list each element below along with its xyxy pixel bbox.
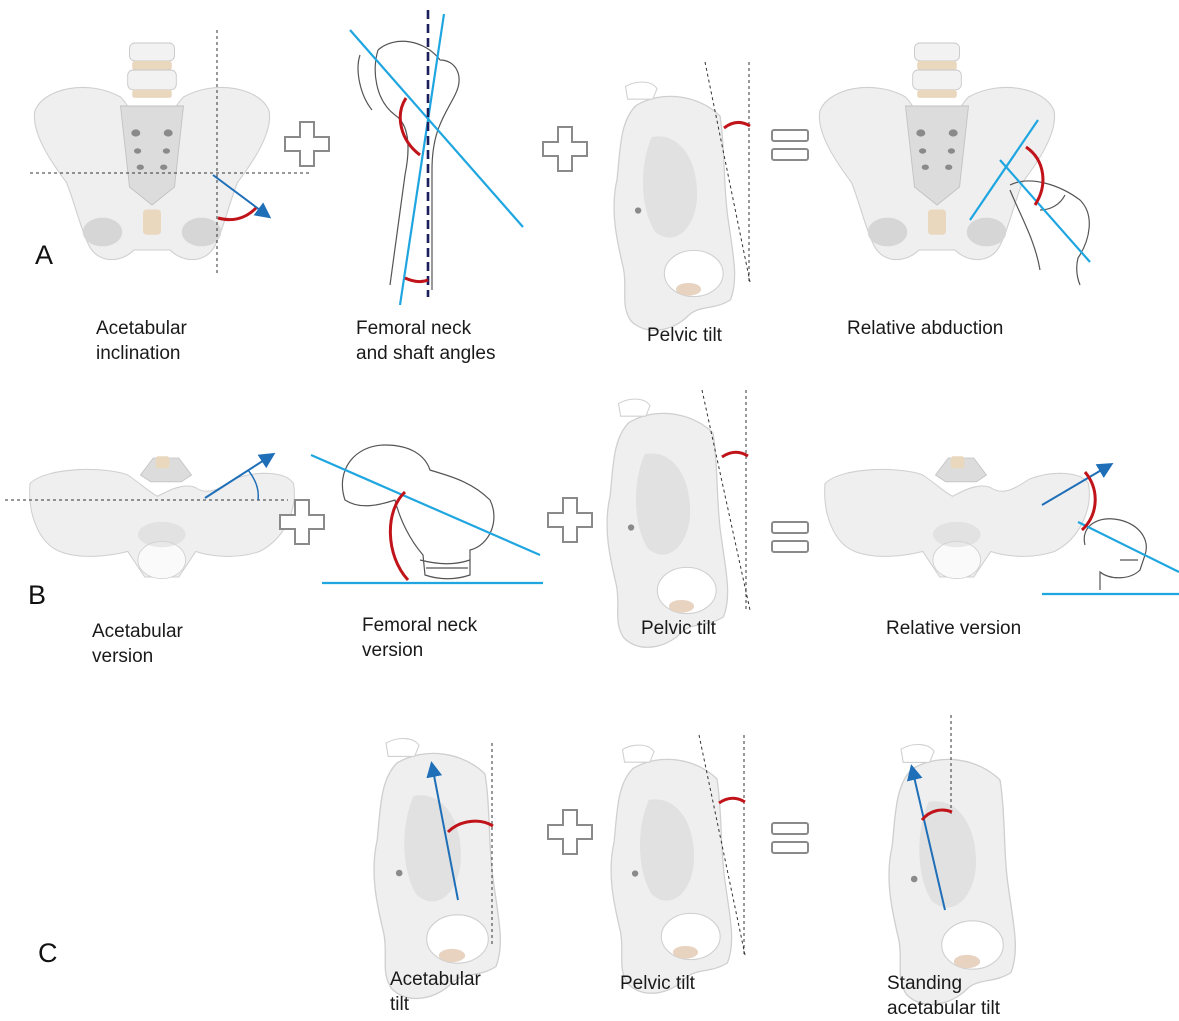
panel-b-relative-version xyxy=(825,456,1179,594)
caption-line: inclination xyxy=(96,341,187,366)
caption-pelvic-tilt-a: Pelvic tilt xyxy=(647,323,722,348)
panel-c-standing-acetabular-tilt xyxy=(889,715,1015,1004)
panel-c-pelvic-tilt xyxy=(611,735,745,993)
caption-line: version xyxy=(92,644,183,669)
equals-icon xyxy=(772,522,808,552)
panel-a-femoral-neck-shaft xyxy=(350,10,523,305)
caption-femoral-neck-shaft-angles: Femoral neck and shaft angles xyxy=(356,316,495,366)
caption-pelvic-tilt-b: Pelvic tilt xyxy=(641,616,716,641)
plus-icon xyxy=(548,810,592,854)
plus-icon xyxy=(548,498,592,542)
panel-b-femoral-neck-version xyxy=(311,445,543,583)
caption-line: Standing xyxy=(887,971,1000,996)
row-label-a: A xyxy=(35,240,53,271)
caption-line: Relative version xyxy=(886,616,1021,641)
caption-relative-abduction: Relative abduction xyxy=(847,316,1003,341)
panel-b-pelvic-tilt xyxy=(607,390,750,647)
caption-line: and shaft angles xyxy=(356,341,495,366)
caption-femoral-neck-version: Femoral neck version xyxy=(362,613,477,663)
panel-c-acetabular-tilt xyxy=(374,738,500,998)
plus-icon xyxy=(543,127,587,171)
caption-line: version xyxy=(362,638,477,663)
caption-pelvic-tilt-c: Pelvic tilt xyxy=(620,971,695,996)
row-label-b: B xyxy=(28,580,46,611)
caption-acetabular-version: Acetabular version xyxy=(92,619,183,669)
panel-a-relative-abduction xyxy=(819,43,1090,285)
panel-a-pelvic-tilt xyxy=(614,62,750,330)
caption-line: Femoral neck xyxy=(356,316,495,341)
panel-a-acetabular-inclination xyxy=(30,30,310,275)
caption-line: Pelvic tilt xyxy=(620,971,695,996)
caption-acetabular-inclination: Acetabular inclination xyxy=(96,316,187,366)
row-label-c: C xyxy=(38,938,58,969)
caption-line: Pelvic tilt xyxy=(641,616,716,641)
caption-relative-version: Relative version xyxy=(886,616,1021,641)
caption-standing-acetabular-tilt: Standing acetabular tilt xyxy=(887,971,1000,1021)
caption-line: Femoral neck xyxy=(362,613,477,638)
caption-line: Relative abduction xyxy=(847,316,1003,341)
caption-line: tilt xyxy=(390,992,481,1017)
caption-line: acetabular tilt xyxy=(887,996,1000,1021)
equals-icon xyxy=(772,130,808,160)
caption-line: Acetabular xyxy=(96,316,187,341)
panel-b-acetabular-version xyxy=(5,455,294,579)
caption-line: Acetabular xyxy=(92,619,183,644)
plus-icon xyxy=(285,122,329,166)
caption-acetabular-tilt: Acetabular tilt xyxy=(390,967,481,1017)
caption-line: Pelvic tilt xyxy=(647,323,722,348)
equals-icon xyxy=(772,823,808,853)
caption-line: Acetabular xyxy=(390,967,481,992)
